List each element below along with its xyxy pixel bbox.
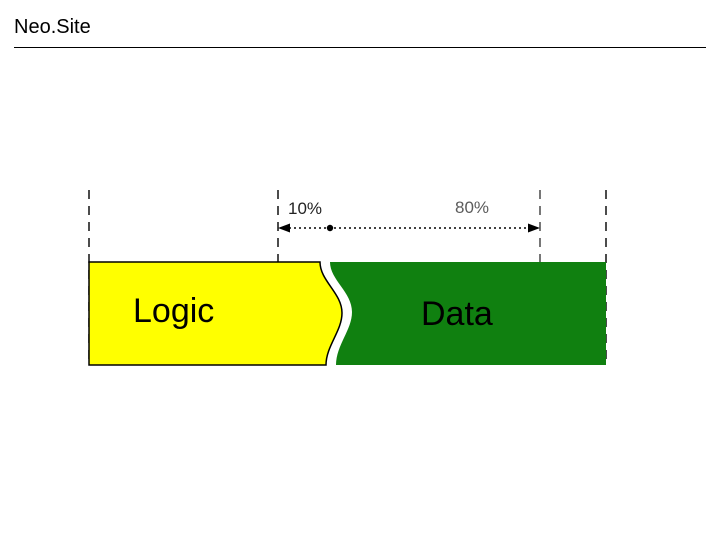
span-arrow-head-right — [528, 223, 540, 233]
title-divider — [14, 47, 706, 48]
logic-block-label: Logic — [133, 292, 215, 330]
data-block — [330, 262, 606, 365]
data-block-label: Data — [421, 295, 493, 333]
data-share-label: 80% — [455, 198, 490, 217]
logic-share-label: 10% — [288, 199, 323, 218]
span-arrow-marker-dot — [326, 224, 334, 232]
span-arrow-head-left — [278, 223, 290, 233]
page-title: Neo.Site — [14, 16, 91, 38]
logic-block — [88, 261, 343, 366]
